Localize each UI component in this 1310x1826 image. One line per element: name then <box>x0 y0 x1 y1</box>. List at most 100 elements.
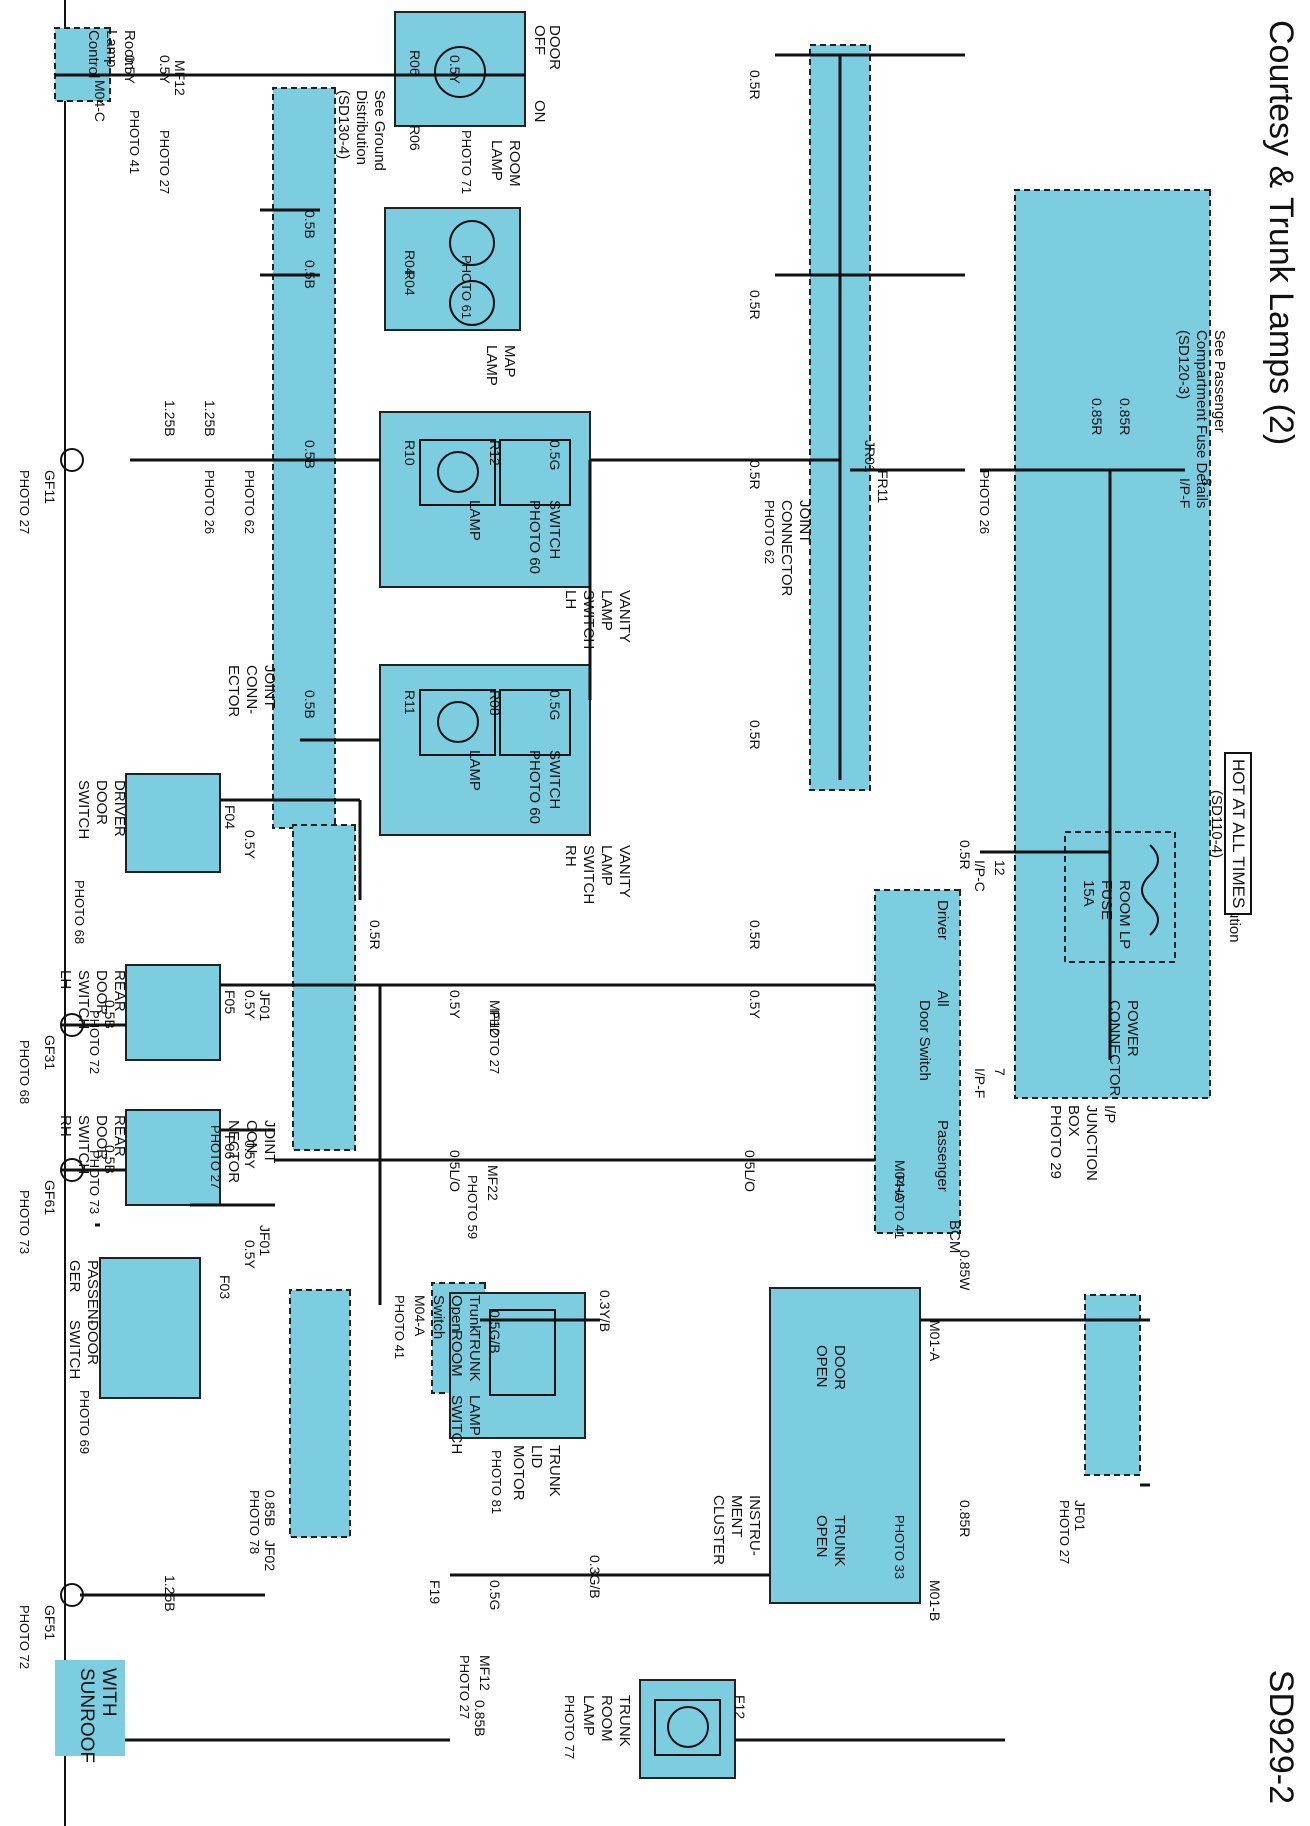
ground-gf11-icon <box>60 448 84 472</box>
vanity-lh-switch-box <box>499 439 571 506</box>
diagram-code: SD929-2 <box>1262 1669 1300 1804</box>
with-sunroof-badge: WITH SUNROOF <box>55 1660 125 1763</box>
passenger-door-label-3: DOOR <box>84 1320 101 1365</box>
wire-05b-6-label: 0.5B <box>102 1145 118 1174</box>
conn-jf01-b: JF01 <box>257 1225 273 1256</box>
sd130-4-label: (SD130-4) <box>335 90 352 159</box>
door-open-label-2: OPEN <box>813 1345 830 1388</box>
fuse-15a-label: 15A <box>1080 880 1097 907</box>
photo-29-label: PHOTO 29 <box>1047 1105 1064 1179</box>
rear-door-rh-label: REAR <box>111 1115 128 1157</box>
conn-r06-a: R06 <box>407 50 423 76</box>
room-lamp-control-label-2: Lamp <box>103 30 120 68</box>
joint-connector-jf01-left-block <box>292 824 356 1151</box>
room-lamp-bulb-icon <box>434 46 486 98</box>
wire-125b-1: 1.25B <box>202 400 218 437</box>
vanity-lh-lamp-box <box>419 439 496 506</box>
conn-mf22: MF22 <box>485 1165 501 1201</box>
trunk-room-lamp-switch-label-4: SWITCH <box>448 1395 465 1454</box>
conn-f05: F05 <box>222 990 238 1014</box>
room-lamp-off-label: OFF <box>531 25 548 55</box>
trunk-open-label-2: Open <box>448 1295 465 1332</box>
photo-68: PHOTO 68 <box>72 880 87 944</box>
passenger-door-switch-block <box>99 1257 201 1399</box>
vanity-lh-label: VANITY <box>616 590 633 643</box>
hot-at-all-times-label: HOT AT ALL TIMES <box>1224 752 1252 916</box>
conn-r04-a: R04 <box>402 250 418 276</box>
see-ground-label: See Ground <box>371 90 388 171</box>
wire-05y-3: 0.5Y <box>447 55 463 84</box>
map-lamp-label: MAP <box>501 345 518 378</box>
vanity-rh-label: VANITY <box>616 845 633 898</box>
conn-gf61: GF61 <box>42 1180 58 1215</box>
trunk-lid-switch-box <box>489 1309 556 1396</box>
photo-26-a: PHOTO 26 <box>977 470 992 534</box>
rear-door-switch-lh-block <box>125 964 221 1061</box>
joint-conn-label: JOINT <box>261 665 278 708</box>
vanity-rh-photo-label: PHOTO 60 <box>526 750 543 824</box>
wire-05lo-1: 0.5L/O <box>742 1150 758 1192</box>
trunk-room-lamp-switch-label: TRUNK <box>466 1330 483 1382</box>
map-lamp-label-2: LAMP <box>483 345 500 386</box>
bcm-room-lamp-control-block <box>54 27 111 102</box>
wire-05b-2-label: 0.5B <box>302 260 318 289</box>
photo-59: PHOTO 59 <box>465 1175 480 1239</box>
conn-f06: F06 <box>222 1135 238 1159</box>
pin-7-ipf: 7 <box>992 1068 1008 1076</box>
rear-door-rh-label-3: SWITCH <box>75 1115 92 1174</box>
photo-41-c: PHOTO 41 <box>392 1295 407 1359</box>
joint-connector-jf01-right-block <box>1084 1294 1141 1476</box>
photo-41-a: PHOTO 41 <box>127 110 142 174</box>
wire-085r-1: 0.85R <box>1117 398 1133 435</box>
trunk-room-lamp-label-3: LAMP <box>580 1695 597 1736</box>
conn-gf51: GF51 <box>42 1605 58 1640</box>
driver-door-switch-block <box>125 773 221 873</box>
photo-68-b: PHOTO 68 <box>17 1040 32 1104</box>
photo-27-f: PHOTO 27 <box>1057 1500 1072 1564</box>
vanity-rh-switch-label: SWITCH <box>546 750 563 809</box>
vanity-rh-switch-box <box>499 689 571 756</box>
door-open-label: DOOR <box>831 1345 848 1390</box>
photo-33: PHOTO 33 <box>892 1515 907 1579</box>
room-lp-fuse-label: ROOM LP <box>1116 880 1133 949</box>
conn-ipf-1: I/P-F <box>1177 478 1193 508</box>
map-lamp-bulb-2-icon <box>449 280 495 326</box>
ground-gf31-icon <box>60 1013 84 1037</box>
room-lamp-control-label: Room <box>121 30 138 70</box>
vanity-rh-lamp-box <box>419 689 496 756</box>
vanity-lh-lamp-label: LAMP <box>466 500 483 541</box>
photo-72-a: PHOTO 72 <box>87 1010 102 1074</box>
wire-05y-5: 0.5Y <box>242 990 258 1019</box>
wire-05y-7: 0.5Y <box>242 1240 258 1269</box>
trunk-open-ind-label-2: OPEN <box>813 1515 830 1558</box>
trunk-room-lamp-label-2: ROOM <box>598 1695 615 1742</box>
photo-73-b: PHOTO 73 <box>87 1150 102 1214</box>
photo-41-b: PHOTO 41 <box>892 1175 907 1239</box>
room-lamp-label: ROOM <box>506 140 523 187</box>
wire-085w-label: 0.85W <box>957 1250 973 1291</box>
rear-door-lh-label: REAR <box>111 970 128 1012</box>
passenger-door-label-2: GER <box>66 1260 83 1293</box>
conn-r12: R12 <box>487 440 503 466</box>
photo-69: PHOTO 69 <box>77 1390 92 1454</box>
conn-f12: F12 <box>732 1695 748 1719</box>
pin-8-ipf: 8 <box>1199 478 1215 486</box>
conn-jf02: JF02 <box>262 1540 278 1571</box>
ip-junction-box-block <box>1014 189 1211 1099</box>
trunk-lid-label: TRUNK <box>546 1445 563 1497</box>
wire-05b-4-label: 0.5B <box>302 690 318 719</box>
vanity-rh-label-3: SWITCH <box>580 845 597 904</box>
wire-085r-2: 0.85R <box>1089 398 1105 435</box>
vanity-rh-label-2: LAMP <box>598 845 615 886</box>
photo-26-b: PHOTO 26 <box>202 470 217 534</box>
conn-r06-b: R06 <box>407 125 423 151</box>
wire-05g-3: 0.5G <box>487 1580 503 1610</box>
room-lamp-label-2: LAMP <box>488 140 505 181</box>
wire-05r-2: 0.5R <box>747 70 763 100</box>
trunk-open-ind-label: TRUNK <box>831 1515 848 1567</box>
conn-gf11: GF11 <box>42 470 58 504</box>
wire-05y-2: 0.5Y <box>122 55 138 84</box>
room-lamp-on-label: ON <box>531 100 548 123</box>
conn-ipc: I/P-C <box>972 860 988 892</box>
